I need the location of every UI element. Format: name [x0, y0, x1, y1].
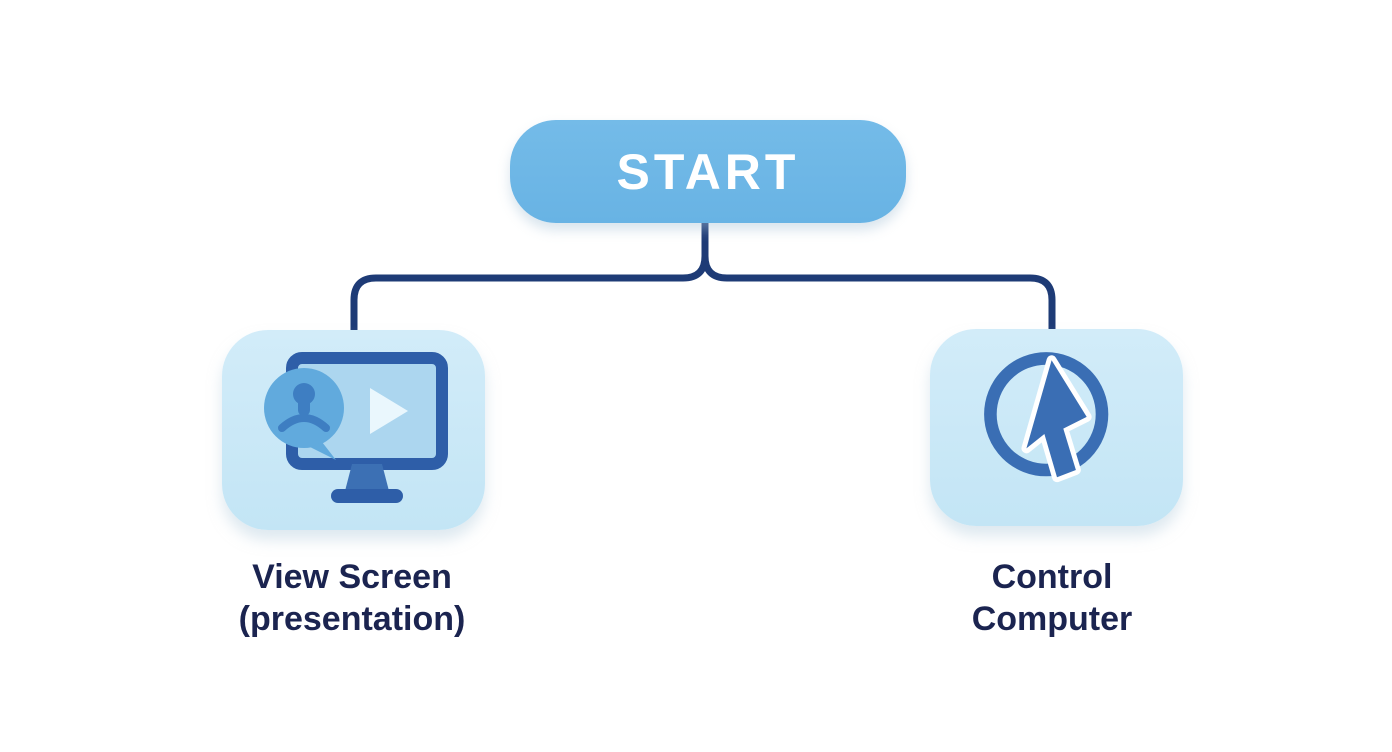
- option-card-view-screen[interactable]: [222, 330, 485, 530]
- connector-right-branch: [701, 218, 1056, 338]
- cursor-click-icon: [967, 335, 1147, 520]
- option-label-view-screen: View Screen (presentation): [162, 556, 542, 640]
- option-label-view-screen-line2: (presentation): [238, 600, 466, 638]
- option-label-control-computer-line1: Control: [991, 558, 1113, 596]
- presentation-monitor-icon: [248, 350, 460, 511]
- connector-left-branch: [350, 218, 709, 338]
- option-label-control-computer: Control Computer: [882, 556, 1222, 640]
- option-card-control-computer[interactable]: [930, 329, 1183, 526]
- option-label-control-computer-line2: Computer: [971, 600, 1133, 638]
- option-label-view-screen-line1: View Screen: [252, 558, 452, 596]
- start-node[interactable]: START: [510, 120, 906, 223]
- start-node-label: START: [616, 143, 800, 200]
